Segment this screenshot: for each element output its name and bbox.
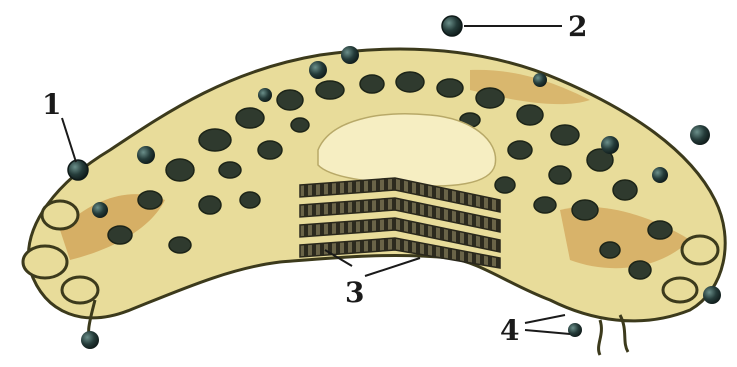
vesicle	[92, 202, 108, 218]
vesicle	[601, 136, 619, 154]
vesicle	[690, 125, 710, 145]
vesicle	[442, 16, 462, 36]
vesicle	[309, 61, 327, 79]
vesicle	[703, 286, 721, 304]
vesicle	[81, 331, 99, 349]
vesicle	[652, 167, 668, 183]
callout-3: 3	[345, 276, 364, 309]
vesicle	[68, 160, 88, 180]
leader-line-4a	[525, 315, 565, 323]
leader-line-4b	[525, 330, 570, 334]
vesicle	[137, 146, 155, 164]
callout-1: 1	[42, 88, 61, 121]
golgi-network	[23, 49, 725, 355]
vesicle	[258, 88, 272, 102]
vesicle	[568, 323, 582, 337]
leader-line-1	[62, 118, 76, 162]
callout-4: 4	[500, 314, 519, 347]
vesicle	[533, 73, 547, 87]
cisterna-lumen	[318, 114, 496, 186]
vesicle	[341, 46, 359, 64]
leader-line-3b	[365, 258, 420, 276]
callout-2: 2	[568, 10, 587, 43]
